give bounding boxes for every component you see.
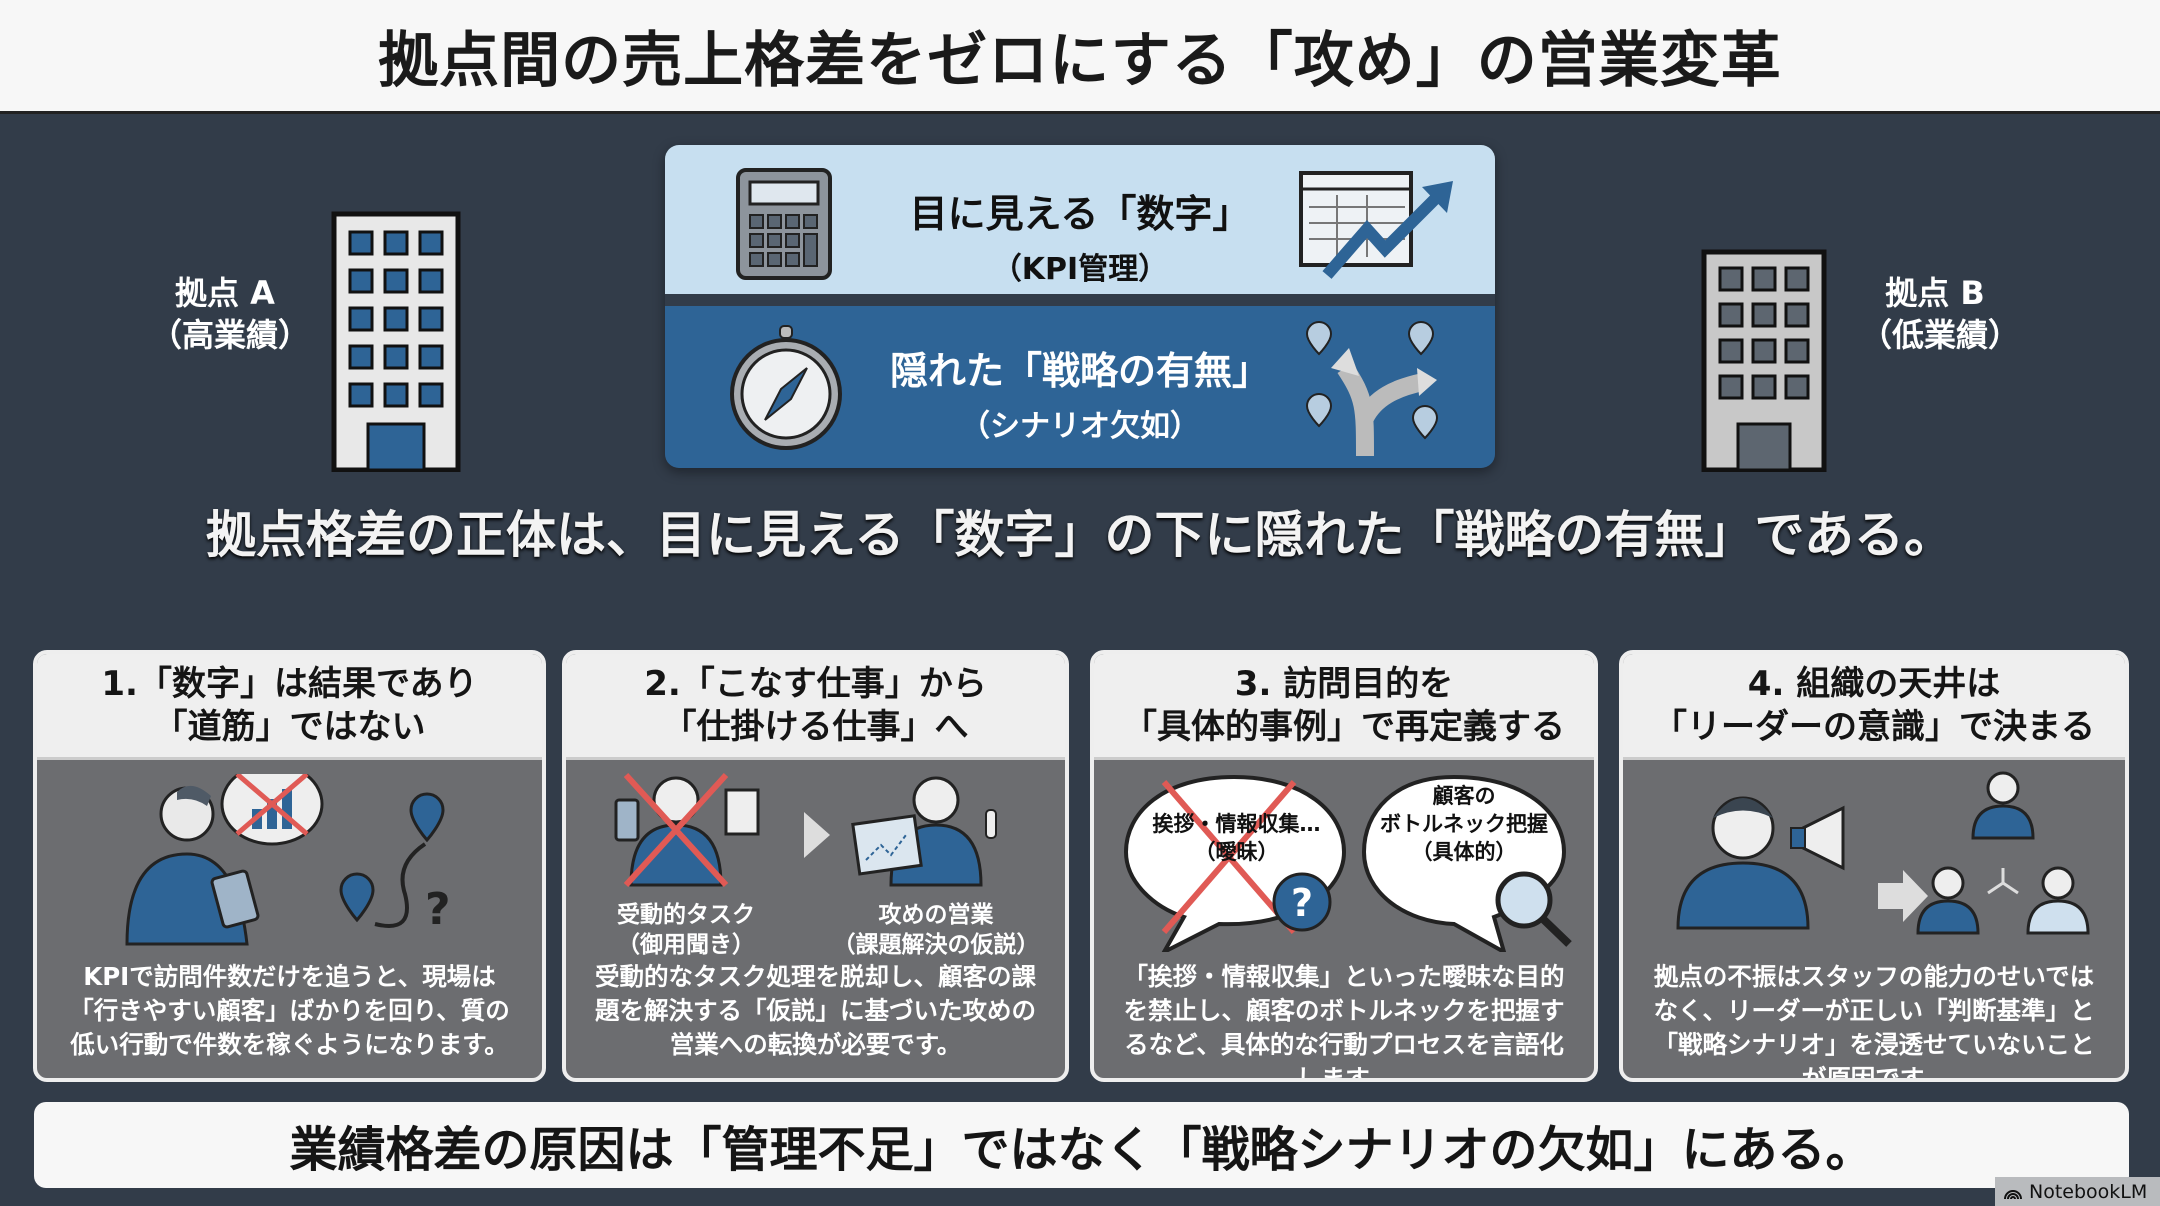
card-body: 拠点の不振はスタッフの能力のせいではなく、リーダーが正しい「判断基準」と「戦略シ… xyxy=(1653,962,2095,1082)
title-bar: 拠点間の売上格差をゼロにする「攻め」の営業変革 xyxy=(0,0,2160,114)
card-title-line1: 4. 組織の天井は xyxy=(1747,663,2001,704)
location-a-label: 拠点 A （高業績） xyxy=(150,272,311,356)
card-title-line1: 3. 訪問目的を xyxy=(1234,663,1454,704)
hidden-strategy-sub: （シナリオ欠如） xyxy=(960,409,1200,444)
bubble-line: ボトルネック把握 xyxy=(1380,812,1548,836)
vague-bubble-text: 挨拶・情報収集… （曖昧） xyxy=(1124,810,1349,866)
card-passive-to-proactive: 2.「こなす仕事」から 「仕掛ける仕事」へ 受動的タスク （御用聞き） 攻めの営… xyxy=(562,650,1069,1082)
visible-numbers-section: 目に見える「数字」 （KPI管理） xyxy=(665,145,1495,300)
speech-bubbles-illustration: ? xyxy=(1124,774,1572,952)
location-a-note: （高業績） xyxy=(150,316,311,354)
proactive-sales-icon xyxy=(851,776,997,887)
card-title-line2: 「具体的事例」で再定義する xyxy=(1123,706,1565,747)
magnifier-gear-icon xyxy=(1495,871,1553,929)
notebooklm-logo-icon xyxy=(2004,1189,2022,1199)
card-redefine-visit-purpose: 3. 訪問目的を 「具体的事例」で再定義する ? 挨拶・情報収集… （曖昧） 顧… xyxy=(1090,650,1598,1082)
conclusion-banner: 業績格差の原因は「管理不足」ではなく「戦略シナリオの欠如」にある。 xyxy=(34,1102,2129,1188)
watermark-text: NotebookLM xyxy=(2029,1180,2148,1203)
arrow-right-icon xyxy=(1878,870,1928,922)
card-illustration xyxy=(1623,760,2125,960)
leader-team-illustration xyxy=(1676,771,2090,935)
passive-worker-icon xyxy=(614,772,760,888)
bubble-line: （曖昧） xyxy=(1194,840,1279,864)
page-title: 拠点間の売上格差をゼロにする「攻め」の営業変革 xyxy=(378,26,1782,96)
svg-text:?: ? xyxy=(425,884,451,935)
bubble-line: 顧客の xyxy=(1432,784,1496,808)
megaphone-icon xyxy=(1790,805,1845,871)
card-title-line2: 「道筋」ではない xyxy=(153,706,426,747)
card-title-line2: 「リーダーの意識」で決まる xyxy=(1653,706,2095,747)
card-header: 3. 訪問目的を 「具体的事例」で再定義する xyxy=(1094,654,1594,760)
conclusion-text: 業績格差の原因は「管理不足」ではなく「戦略シナリオの欠如」にある。 xyxy=(289,1122,1874,1178)
caption-line: 攻めの営業 xyxy=(878,902,994,928)
question-icon xyxy=(1272,872,1332,932)
card-title-line1: 2.「こなす仕事」から xyxy=(644,663,987,704)
visible-numbers-heading: 目に見える「数字」 xyxy=(909,192,1251,236)
building-b-icon xyxy=(1701,249,1827,472)
card-header: 2.「こなす仕事」から 「仕掛ける仕事」へ xyxy=(566,654,1065,760)
passive-task-caption: 受動的タスク （御用聞き） xyxy=(586,900,786,960)
proactive-sales-caption: 攻めの営業 （課題解決の仮説） xyxy=(826,900,1046,960)
caption-line: （課題解決の仮説） xyxy=(832,932,1040,958)
compass-icon xyxy=(730,325,842,450)
card-numbers-are-results: 1.「数字」は結果であり 「道筋」ではない ? KPIで訪問件数だけを追うと、現… xyxy=(33,650,546,1082)
card-illustration: ? xyxy=(37,760,542,960)
card-leader-awareness: 4. 組織の天井は 「リーダーの意識」で決まる 拠点の不振はスタッフの能力のせい… xyxy=(1619,650,2129,1082)
hidden-strategy-section: 隠れた「戦略の有無」 （シナリオ欠如） xyxy=(665,306,1495,468)
card-header: 4. 組織の天井は 「リーダーの意識」で決まる xyxy=(1623,654,2125,760)
location-a-name: 拠点 A xyxy=(175,274,275,312)
card-illustration: 受動的タスク （御用聞き） 攻めの営業 （課題解決の仮説） xyxy=(566,760,1065,960)
kpi-vs-strategy-panel: 目に見える「数字」 （KPI管理） 隠れた「戦略の有無」 （シナリオ欠如） xyxy=(665,145,1495,468)
location-b-label: 拠点 B （低業績） xyxy=(1860,272,2021,356)
bubble-line: （具体的） xyxy=(1411,840,1517,864)
calculator-icon xyxy=(736,168,832,280)
hidden-strategy-heading: 隠れた「戦略の有無」 xyxy=(889,349,1270,393)
card-title-line1: 1.「数字」は結果であり xyxy=(101,663,478,704)
card-body: 「挨拶・情報収集」といった曖昧な目的を禁止し、顧客のボトルネックを把握するなど、… xyxy=(1123,962,1565,1082)
bubble-line: 挨拶・情報収集… xyxy=(1152,812,1321,836)
card-body: 受動的なタスク処理を脱却し、顧客の課題を解決する「仮説」に基づいた攻めの営業への… xyxy=(595,962,1036,1059)
building-a-icon xyxy=(331,211,461,472)
card-body: KPIで訪問件数だけを追うと、現場は「行きやすい顧客」ばかりを回り、質の低い行動… xyxy=(69,962,510,1059)
crossroads-question-icon xyxy=(1305,320,1439,457)
main-statement: 拠点格差の正体は、目に見える「数字」の下に隠れた「戦略の有無」である。 xyxy=(206,506,1954,564)
caption-line: （御用聞き） xyxy=(617,932,755,958)
svg-text:?: ? xyxy=(1291,881,1313,925)
card-title-line2: 「仕掛ける仕事」へ xyxy=(662,706,969,747)
location-b-name: 拠点 B xyxy=(1885,274,1985,312)
visible-numbers-sub: （KPI管理） xyxy=(991,252,1169,287)
arrow-right-icon xyxy=(804,812,830,858)
card-illustration: ? 挨拶・情報収集… （曖昧） 顧客の ボトルネック把握 （具体的） xyxy=(1094,760,1594,960)
location-b-note: （低業績） xyxy=(1860,316,2021,354)
specific-bubble-text: 顧客の ボトルネック把握 （具体的） xyxy=(1359,782,1569,866)
notebooklm-watermark: NotebookLM xyxy=(1995,1177,2160,1206)
salesperson-tablet-icon: ? xyxy=(125,774,451,946)
caption-line: 受動的タスク xyxy=(617,902,755,928)
card-header: 1.「数字」は結果であり 「道筋」ではない xyxy=(37,654,542,760)
spreadsheet-growth-icon xyxy=(1299,171,1453,279)
